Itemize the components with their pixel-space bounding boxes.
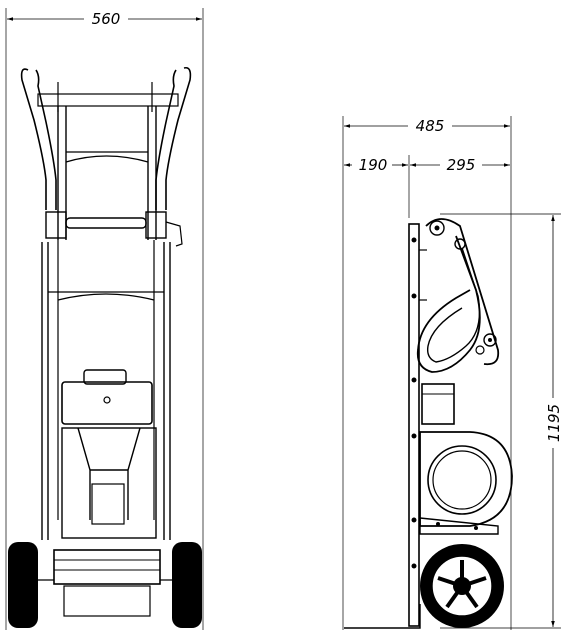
hinge-lower-secondary <box>475 345 485 355</box>
lower-bracket <box>419 517 499 535</box>
upper-cross-brace <box>65 151 149 163</box>
hinge-lower-pin <box>488 338 492 342</box>
depth-total-label: 485 <box>416 117 445 135</box>
frame-rivet-3 <box>411 377 417 383</box>
lower-climber <box>63 585 151 617</box>
bracket-bolt-2 <box>474 526 478 530</box>
drum-ring-inner <box>432 450 492 510</box>
depth-right-label: 295 <box>447 156 476 174</box>
top-crossbar <box>37 93 179 107</box>
housing-bolt <box>103 396 111 404</box>
hinge-lower <box>483 333 497 347</box>
lower-body-inner-frame <box>77 427 141 520</box>
handle-top-link <box>425 218 500 366</box>
height-label: 1195 <box>545 404 563 442</box>
lower-body <box>61 427 157 539</box>
footplate <box>53 549 161 585</box>
lower-body-panel <box>91 483 125 525</box>
battery-pack <box>421 383 455 425</box>
middle-grip <box>65 217 147 229</box>
hinge-top <box>429 220 445 236</box>
frame-rivet-2 <box>411 293 417 299</box>
side-wheel-spokes <box>437 560 487 609</box>
hinge-mid <box>454 238 466 250</box>
handle-loop-inner <box>426 247 481 363</box>
release-lever <box>165 221 183 247</box>
frame-rivet-6 <box>411 563 417 569</box>
wheel-front-left <box>8 542 38 628</box>
hinge-top-pin <box>434 225 440 231</box>
toe-plate <box>344 604 421 629</box>
handle-left-inner <box>35 69 57 210</box>
drum-ring-outer <box>427 445 497 515</box>
frame-rivet-4 <box>411 433 417 439</box>
front-width-label: 560 <box>92 10 121 28</box>
handle-right-outer <box>165 66 192 210</box>
front-view: 560 <box>5 8 204 630</box>
motor-housing <box>61 381 153 425</box>
handle-left-outer <box>20 68 47 210</box>
depth-left-label: 190 <box>359 156 388 174</box>
lower-cross-brace <box>48 291 164 301</box>
handle-right-inner <box>155 69 177 210</box>
wheel-front-right <box>172 542 202 628</box>
carry-handle <box>83 369 127 385</box>
handle-loop-outer <box>416 235 481 373</box>
side-frame <box>408 223 420 627</box>
bracket-bolt-1 <box>436 522 440 526</box>
frame-rivet-5 <box>411 517 417 523</box>
side-view: 485 190 295 1195 <box>342 116 563 630</box>
frame-rivet-1 <box>411 237 417 243</box>
joint-left <box>45 211 67 239</box>
